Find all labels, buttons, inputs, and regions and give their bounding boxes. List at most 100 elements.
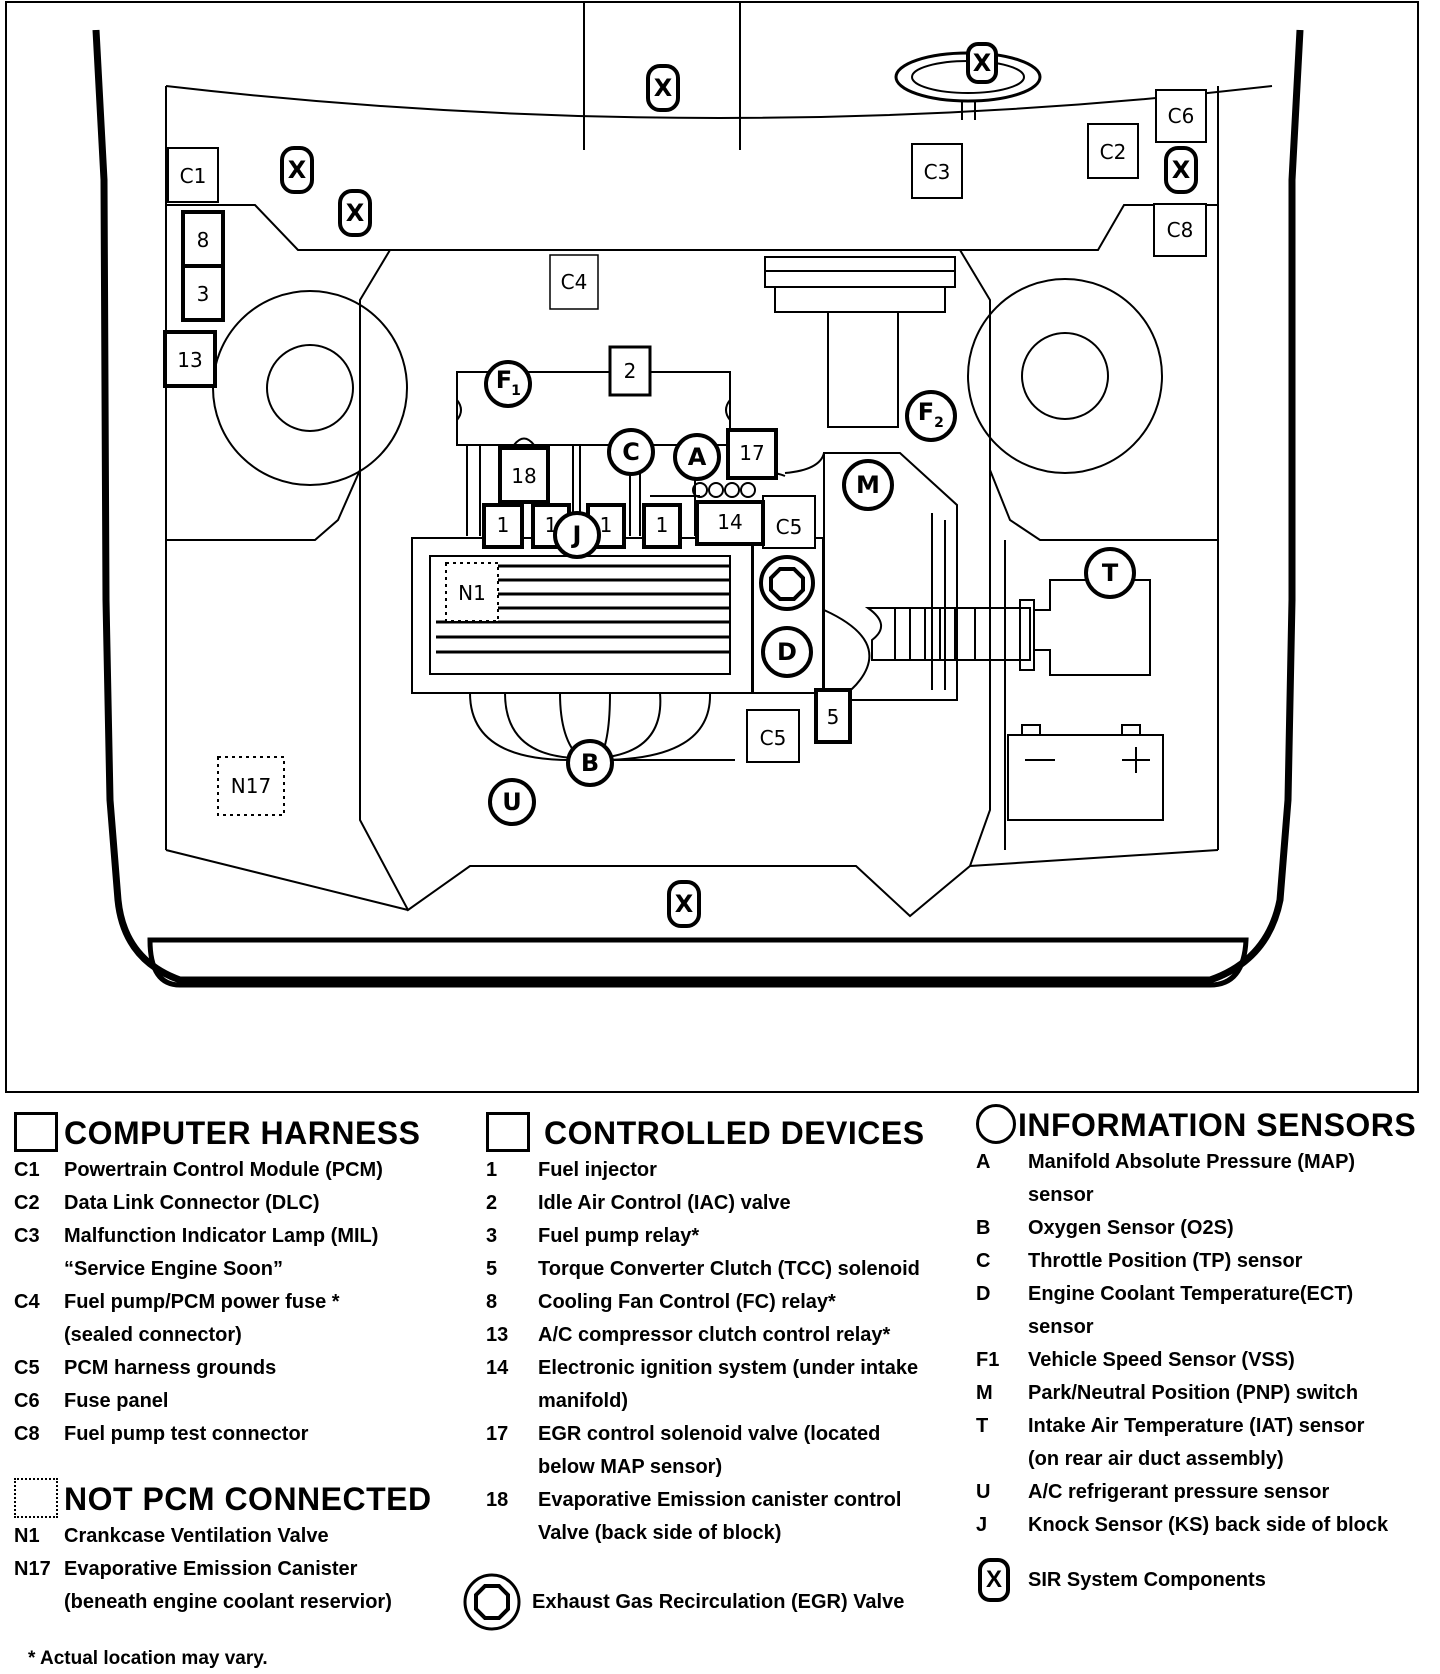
legend-code: 14 — [486, 1357, 509, 1379]
legend-code: 5 — [486, 1258, 498, 1280]
legend-code: F1 — [976, 1349, 1000, 1371]
legend-description: Evaporative Emission Canister — [64, 1558, 358, 1580]
label-1a: 1 — [497, 513, 510, 537]
footnote: * Actual location may vary. — [28, 1648, 268, 1669]
sir-x-1: X — [654, 74, 673, 102]
legend-row: 14 Electronic ignition system (under inta… — [486, 1352, 956, 1385]
sensor-d-circle — [761, 626, 813, 678]
legend-description: Engine Coolant Temperature(ECT) — [1028, 1283, 1354, 1305]
label-2: 2 — [624, 359, 637, 383]
sir-legend-item: X SIR System Components — [978, 1558, 1266, 1602]
legend-code: C3 — [14, 1225, 40, 1247]
box-c4 — [549, 254, 599, 310]
air-duct — [864, 607, 1031, 661]
label-3: 3 — [197, 282, 210, 306]
left-strut-tower — [359, 249, 991, 918]
coil-4 — [740, 482, 756, 498]
legend-code: 3 — [486, 1225, 498, 1247]
label-sensor-a: A — [688, 443, 707, 471]
sir-marker-3 — [338, 189, 372, 237]
plenum-port — [513, 437, 535, 446]
label-sensor-t: T — [1102, 559, 1119, 587]
legend-description: Torque Converter Clutch (TCC) solenoid — [538, 1258, 920, 1280]
legend-description: Valve (back side of block) — [538, 1522, 782, 1544]
controlled-devices-title: CONTROLLED DEVICES — [544, 1115, 925, 1151]
air-cleaner-base — [774, 286, 946, 313]
sensor-f2-circle — [905, 390, 957, 442]
legend-code: M — [976, 1382, 993, 1404]
legend-description: Fuel pump test connector — [64, 1423, 309, 1445]
legend-description: Cooling Fan Control (FC) relay* — [538, 1291, 836, 1313]
legend-title-row: CONTROLLED DEVICES — [486, 1108, 956, 1152]
label-sensor-c: C — [622, 438, 640, 466]
coil-1 — [692, 482, 708, 498]
label-c5a: C5 — [776, 515, 803, 539]
box-14 — [695, 500, 765, 546]
sensor-u-circle — [488, 778, 536, 826]
sir-x-5: X — [1172, 156, 1191, 184]
legend-code: A — [976, 1151, 991, 1173]
box-1a — [482, 503, 524, 549]
sensor-t-circle — [1084, 547, 1136, 599]
square-symbol-icon — [14, 1112, 58, 1152]
sir-x-6: X — [675, 890, 694, 918]
egr-octagon-icon — [463, 1573, 521, 1631]
label-sensor-j: J — [571, 521, 582, 549]
legend-code: C5 — [14, 1357, 40, 1379]
label-c5b: C5 — [760, 726, 787, 750]
sensor-b-circle — [566, 739, 614, 787]
legend-code: 2 — [486, 1192, 498, 1214]
legend-description: Manifold Absolute Pressure (MAP) — [1028, 1151, 1356, 1173]
sir-x-icon: X — [978, 1558, 1010, 1602]
legend-description: below MAP sensor) — [538, 1456, 723, 1478]
sir-marker-6 — [667, 880, 701, 928]
legend-code: 13 — [486, 1324, 509, 1346]
coil-2 — [708, 482, 724, 498]
legend-description: “Service Engine Soon” — [64, 1258, 283, 1280]
box-17 — [726, 428, 778, 480]
legend-description: Electronic ignition system (under intake — [538, 1357, 919, 1379]
legend-code — [14, 1319, 64, 1352]
legend-description: Fuse panel — [64, 1390, 169, 1412]
label-13: 13 — [177, 348, 202, 372]
box-c2 — [1087, 123, 1139, 179]
legend-description: Fuel injector — [538, 1159, 657, 1181]
label-c2: C2 — [1100, 140, 1127, 164]
legend-description: manifold) — [538, 1390, 628, 1412]
box-c8 — [1153, 203, 1207, 257]
legend-description: Data Link Connector (DLC) — [64, 1192, 320, 1214]
right-wheel-inner — [1021, 332, 1109, 420]
cowl-lower-edge — [166, 204, 1218, 251]
box-18 — [498, 446, 550, 504]
legend-description: Intake Air Temperature (IAT) sensor — [1028, 1415, 1365, 1437]
right-wheel-outer — [967, 278, 1163, 474]
sir-marker-1 — [646, 64, 680, 112]
legend-title-row: INFORMATION SENSORS — [976, 1100, 1436, 1144]
sensor-m-circle — [842, 459, 894, 511]
legend-row: (sealed connector) — [14, 1319, 474, 1352]
sir-x-2: X — [288, 156, 307, 184]
legend-row: C5 PCM harness grounds — [14, 1352, 474, 1385]
box-1d — [642, 503, 682, 549]
legend-description: Throttle Position (TP) sensor — [1028, 1250, 1303, 1272]
legend-title-row: COMPUTER HARNESS — [14, 1108, 474, 1152]
legend-code: 8 — [486, 1291, 498, 1313]
label-1d: 1 — [656, 513, 669, 537]
legend-description: PCM harness grounds — [64, 1357, 277, 1379]
egr-legend-text: Exhaust Gas Recirculation (EGR) Valve — [532, 1590, 905, 1613]
legend-row: A Manifold Absolute Pressure (MAP) — [976, 1146, 1436, 1179]
label-n1: N1 — [458, 581, 486, 605]
exhaust-manifold — [469, 692, 712, 761]
label-c1: C1 — [180, 164, 207, 188]
sensor-a-circle — [673, 433, 721, 481]
sir-marker-4 — [966, 42, 998, 84]
